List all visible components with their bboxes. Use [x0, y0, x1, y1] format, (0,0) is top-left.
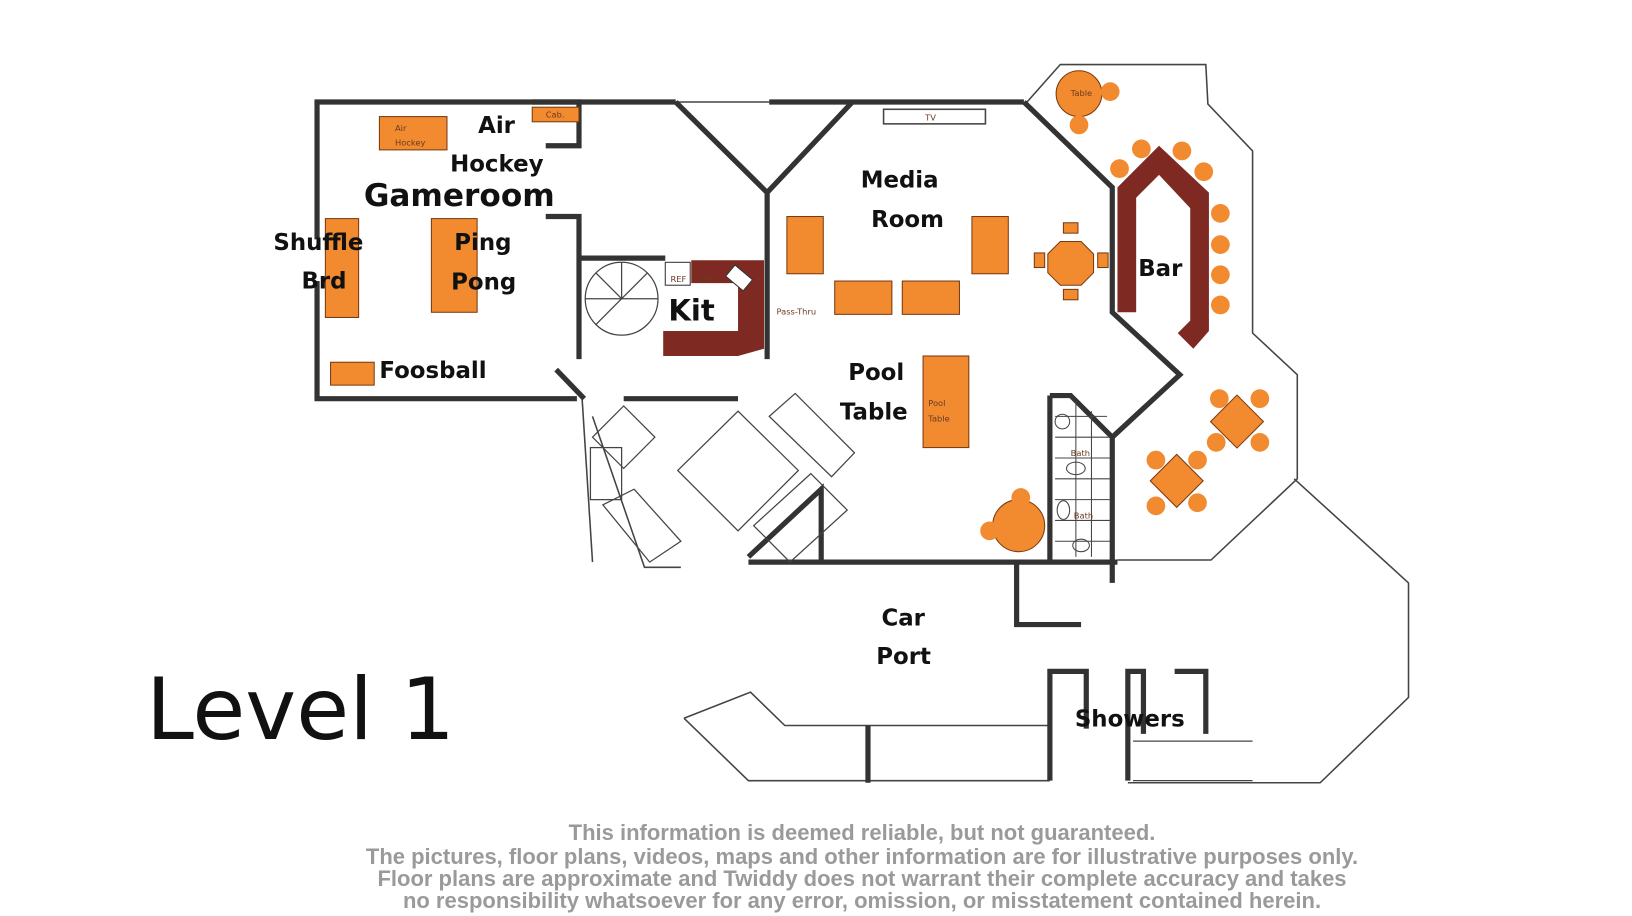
- room-label-foosball: Foosball: [379, 358, 486, 384]
- sofa: [901, 280, 960, 315]
- thin-walls: [581, 63, 1410, 784]
- bar-counter: [1117, 145, 1209, 349]
- foosball-table: [330, 361, 375, 386]
- pass-thru-label: Pass-Thru: [776, 306, 816, 316]
- furniture: [324, 70, 1265, 553]
- shuffleboard-table: [324, 218, 360, 318]
- room-label-pong: Pong: [451, 269, 516, 295]
- bath-label: Bath: [1074, 510, 1093, 520]
- room-label-gameroom: Gameroom: [364, 178, 555, 214]
- room-label-media: Media: [861, 167, 939, 193]
- sofa: [834, 280, 893, 315]
- room-label-kit: Kit: [668, 294, 715, 328]
- bathrooms: [1054, 400, 1111, 557]
- air-hockey-table: [378, 116, 448, 151]
- disclaimer-line: This information is deemed reliable, but…: [568, 820, 1156, 845]
- level-label: Level 1: [146, 660, 456, 760]
- room-label-pool: Pool: [848, 360, 904, 386]
- room-label-brd: Brd: [301, 268, 346, 294]
- round-table: [992, 499, 1046, 553]
- dw-label: DW: [699, 273, 714, 283]
- room-label-hockey: Hockey: [450, 152, 543, 178]
- sofa: [786, 215, 824, 275]
- air-hockey-table-label: Hockey: [395, 138, 426, 148]
- pool-table-label: Table: [927, 414, 949, 424]
- staircase: [584, 261, 1253, 782]
- disclaimer-line: no responsibility whatsoever for any err…: [402, 888, 1322, 913]
- square-table: [1209, 394, 1265, 449]
- pool-table: [922, 355, 970, 449]
- sofa: [971, 215, 1009, 275]
- air-hockey-table-label: Air: [395, 123, 407, 133]
- ref-label: REF: [670, 274, 686, 284]
- octagon-table: [1047, 240, 1095, 286]
- cab-label: Cab.: [546, 110, 565, 120]
- cabinet: [531, 106, 580, 123]
- table-label: Table: [1070, 88, 1092, 98]
- bath-label: Bath: [1071, 448, 1090, 458]
- room-label-showers: Showers: [1075, 707, 1185, 733]
- ping-pong-table: [430, 218, 478, 313]
- room-labels: Air Hockey Gameroom Shuffle Brd Ping Pon…: [273, 113, 1184, 732]
- room-label-ping: Ping: [454, 230, 511, 256]
- room-label-room: Room: [871, 207, 944, 233]
- disclaimer-line: The pictures, floor plans, videos, maps …: [365, 844, 1359, 869]
- room-label-shuffle: Shuffle: [273, 230, 363, 256]
- chairs: [980, 82, 1270, 541]
- room-label-bar: Bar: [1138, 256, 1183, 282]
- room-label-car: Car: [881, 606, 925, 632]
- room-label-port: Port: [876, 644, 931, 670]
- room-label-air: Air: [478, 113, 516, 139]
- walls: [314, 99, 1209, 783]
- square-table: [1149, 453, 1204, 509]
- disclaimer-line: Floor plans are approximate and Twiddy d…: [377, 866, 1347, 891]
- pool-table-label: Pool: [928, 398, 945, 408]
- room-label-table: Table: [840, 399, 908, 425]
- tv-label: TV: [924, 113, 936, 123]
